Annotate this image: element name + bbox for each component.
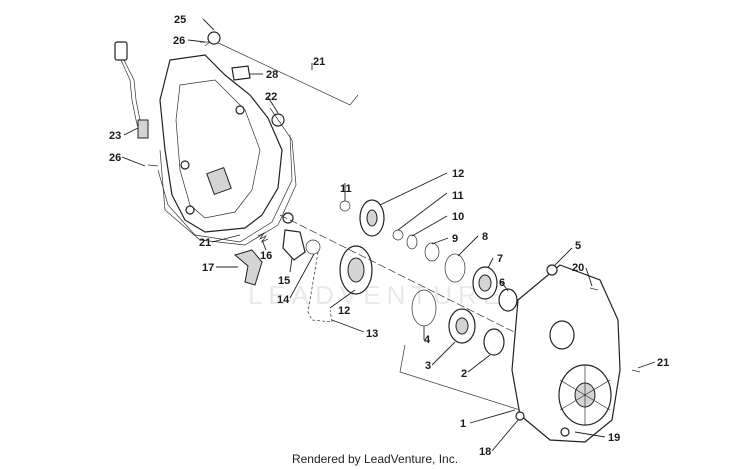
callout-25: 23 bbox=[109, 130, 121, 142]
footer-credit: Rendered by LeadVenture, Inc. bbox=[291, 452, 459, 466]
callout-21-top: 20 bbox=[572, 262, 584, 274]
callout-26-left: 26 bbox=[109, 152, 121, 164]
callout-10: 10 bbox=[452, 211, 464, 223]
callout-19: 18 bbox=[479, 446, 491, 458]
upper-cover-part bbox=[157, 54, 293, 243]
callout-9: 9 bbox=[452, 233, 458, 245]
callout-8: 8 bbox=[482, 231, 488, 243]
callout-21-right: 21 bbox=[657, 357, 669, 369]
dipstick-part bbox=[114, 41, 149, 139]
gasket-part bbox=[159, 107, 297, 246]
callout-22: 21 bbox=[199, 237, 211, 249]
callout-18: 17 bbox=[202, 262, 214, 274]
callout-1: 1 bbox=[460, 418, 466, 430]
callout-14: 13 bbox=[366, 328, 378, 340]
lower-case-part bbox=[511, 264, 641, 443]
callout-16: 15 bbox=[278, 275, 290, 287]
watermark-text: LEADVENTURE bbox=[248, 280, 506, 310]
callout-12: 12 bbox=[452, 168, 464, 180]
callout-17: 16 bbox=[260, 250, 272, 262]
gear-train-parts bbox=[233, 199, 541, 356]
callout-3: 3 bbox=[425, 360, 431, 372]
callout-7: 7 bbox=[497, 253, 503, 265]
callout-2: 2 bbox=[461, 368, 467, 380]
callout-20: 19 bbox=[608, 432, 620, 444]
callout-13: 12 bbox=[338, 305, 350, 317]
callout-11-left: 11 bbox=[340, 183, 352, 195]
callout-15: 14 bbox=[277, 294, 290, 306]
callout-23: 21 bbox=[313, 56, 325, 68]
callout-27: 25 bbox=[174, 14, 186, 26]
callout-4: 4 bbox=[424, 334, 431, 346]
callout-labels: 25 26 28 21 22 23 26 21 17 16 15 14 12 1… bbox=[109, 14, 669, 458]
leader-lines bbox=[121, 18, 656, 452]
callout-26-top: 26 bbox=[173, 35, 185, 47]
callout-28: 28 bbox=[266, 69, 278, 81]
callout-6: 6 bbox=[499, 277, 505, 289]
callout-24: 22 bbox=[265, 91, 277, 103]
callout-11-right: 11 bbox=[452, 190, 464, 202]
callout-5: 5 bbox=[575, 240, 581, 252]
